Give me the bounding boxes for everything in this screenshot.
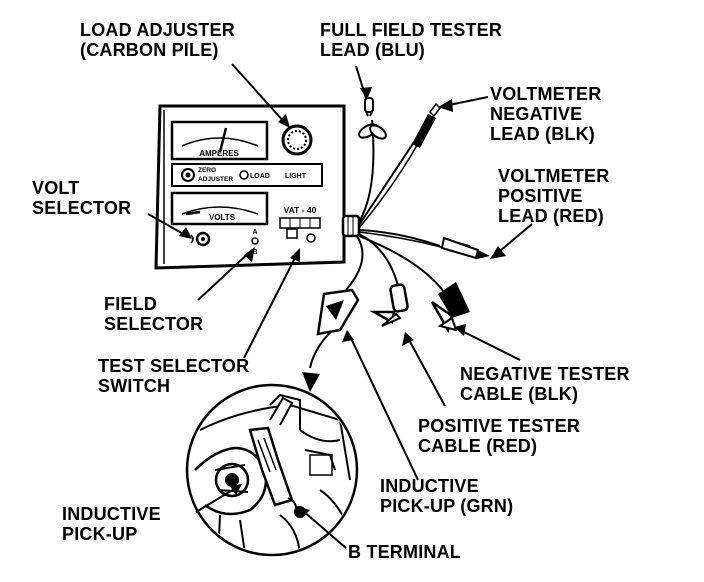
label-field-selector: FIELD SELECTOR: [104, 294, 203, 334]
leader-neg-cable: [459, 329, 521, 361]
test-selector-switch: VAT - 40: [279, 205, 321, 243]
label-line: FULL FIELD TESTER: [320, 20, 503, 40]
label-line: SELECTOR: [32, 198, 132, 218]
label-load-adjuster: LOAD ADJUSTER (CARBON PILE): [80, 20, 235, 60]
voltmeter-positive-clip: [440, 236, 490, 260]
label-line: INDUCTIVE: [380, 476, 479, 496]
zero-label-2: ADJUSTER: [198, 176, 233, 183]
label-line: FIELD: [104, 294, 157, 314]
negative-tester-clamp: [430, 282, 470, 334]
leader-field-selector: [197, 249, 253, 301]
label-line: LOAD ADJUSTER: [80, 20, 235, 40]
label-line: VOLTMETER: [498, 166, 610, 186]
voltmeter-label: VOLTS: [209, 213, 236, 222]
label-full-field-lead: FULL FIELD TESTER LEAD (BLU): [320, 20, 502, 60]
label-line: NEGATIVE: [490, 104, 583, 124]
label-line: INDUCTIVE: [62, 504, 161, 524]
leader-volt-selector: [147, 213, 188, 237]
label-line: POSITIVE: [498, 186, 583, 206]
model-label: VAT - 40: [284, 205, 317, 215]
label-line: LEAD (RED): [498, 206, 604, 226]
label-line: SWITCH: [98, 376, 171, 396]
light-label: LIGHT: [285, 173, 307, 180]
label-line: SELECTOR: [104, 314, 204, 334]
ammeter-label: AMPERES: [199, 149, 239, 158]
load-light-label: LOAD: [250, 173, 270, 180]
label-inductive-pickup-grn: INDUCTIVE PICK-UP (GRN): [380, 476, 513, 516]
label-line: NEGATIVE TESTER: [460, 364, 630, 384]
cable-grommet: [341, 214, 361, 238]
leader-b-terminal: [301, 509, 347, 549]
leader-pos-cable: [407, 337, 446, 407]
label-test-selector: TEST SELECTOR SWITCH: [98, 356, 249, 396]
label-line: B TERMINAL: [348, 542, 461, 562]
label-line: VOLTMETER: [490, 84, 602, 104]
leader-pickup-grn: [349, 335, 419, 481]
label-negative-tester-cable: NEGATIVE TESTER CABLE (BLK): [460, 364, 630, 404]
arrowheads: [179, 87, 506, 518]
pickup-detail-inset: [185, 383, 359, 557]
field-selector-b: B: [252, 249, 257, 256]
label-line: LEAD (BLK): [490, 124, 595, 144]
label-positive-tester-cable: POSITIVE TESTER CABLE (RED): [418, 416, 580, 456]
inductive-pickup-clamp: [316, 288, 360, 336]
label-inductive-pickup: INDUCTIVE PICK-UP: [62, 504, 161, 544]
zero-label-1: ZERO: [198, 167, 216, 174]
label-line: PICK-UP: [62, 524, 138, 544]
field-selector-switch: A B: [251, 229, 259, 256]
indicator-strip: ZERO ADJUSTER LOAD LIGHT: [171, 163, 323, 187]
label-line: CABLE (RED): [418, 436, 538, 456]
label-line: TEST SELECTOR: [98, 356, 250, 376]
label-voltmeter-positive: VOLTMETER POSITIVE LEAD (RED): [498, 166, 609, 226]
label-line: VOLT: [32, 178, 80, 198]
leader-load-adjuster: [231, 63, 287, 125]
volt-selector-knob: [190, 231, 211, 247]
label-line: LEAD (BLU): [320, 40, 425, 60]
load-adjuster-knob: [281, 124, 313, 156]
label-line: CABLE (BLK): [460, 384, 579, 404]
label-line: PICK-UP (GRN): [380, 496, 514, 516]
voltmeter-negative-clip: [412, 102, 441, 148]
load-light-icon: [239, 170, 249, 180]
label-line: POSITIVE TESTER: [418, 416, 581, 436]
full-field-lead-clip: [357, 97, 387, 140]
leader-test-selector: [243, 251, 299, 359]
field-selector-a: A: [252, 229, 257, 236]
label-volt-selector: VOLT SELECTOR: [32, 178, 131, 218]
label-line: (CARBON PILE): [80, 40, 219, 60]
voltmeter: VOLTS: [170, 191, 269, 226]
label-b-terminal: B TERMINAL: [348, 542, 461, 562]
label-voltmeter-negative: VOLTMETER NEGATIVE LEAD (BLK): [490, 84, 601, 144]
leader-pickup-detail: [195, 487, 237, 513]
ammeter: AMPERES: [170, 120, 269, 161]
positive-tester-clamp: [369, 283, 409, 327]
